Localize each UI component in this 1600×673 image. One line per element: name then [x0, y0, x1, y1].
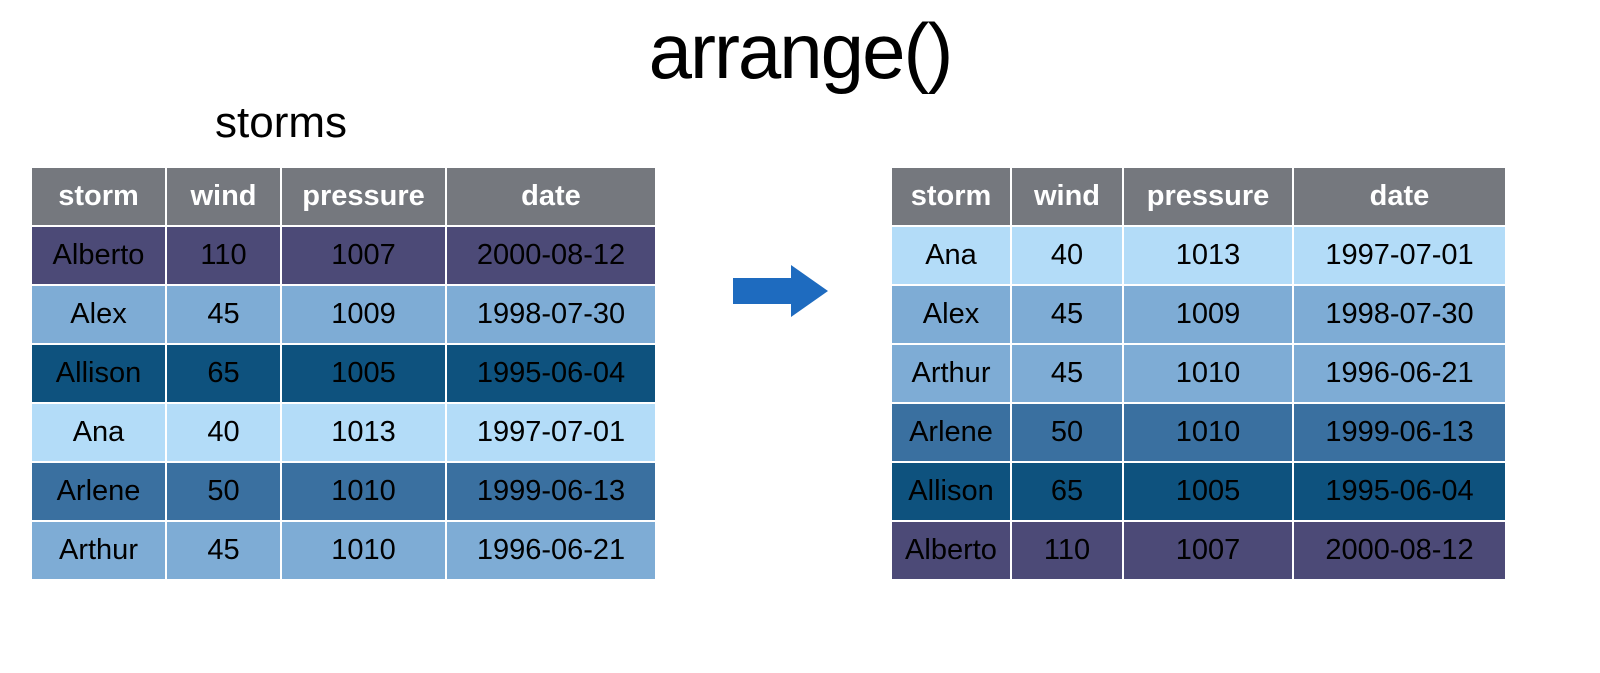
cell-wind: 45 [1010, 343, 1124, 404]
cell-date: 2000-08-12 [445, 225, 657, 286]
cell-wind: 50 [165, 461, 282, 522]
cell-wind: 65 [165, 343, 282, 404]
cell-pressure: 1009 [1122, 284, 1294, 345]
cell-storm: Allison [30, 343, 167, 404]
cell-pressure: 1009 [280, 284, 447, 345]
cell-pressure: 1005 [280, 343, 447, 404]
column-header-date: date [1292, 166, 1507, 227]
cell-date: 1998-07-30 [1292, 284, 1507, 345]
cell-date: 1996-06-21 [445, 520, 657, 581]
cell-pressure: 1010 [1122, 343, 1294, 404]
cell-storm: Alex [890, 284, 1012, 345]
cell-wind: 45 [165, 520, 282, 581]
cell-wind: 40 [1010, 225, 1124, 286]
page-title: arrange() [648, 7, 954, 95]
cell-storm: Alex [30, 284, 167, 345]
cell-storm: Allison [890, 461, 1012, 522]
cell-wind: 110 [1010, 520, 1124, 581]
column-header-pressure: pressure [280, 166, 447, 227]
column-header-pressure: pressure [1122, 166, 1294, 227]
cell-storm: Arthur [30, 520, 167, 581]
cell-pressure: 1013 [280, 402, 447, 463]
cell-pressure: 1010 [1122, 402, 1294, 463]
cell-date: 1999-06-13 [1292, 402, 1507, 463]
column-header-date: date [445, 166, 657, 227]
cell-storm: Arlene [30, 461, 167, 522]
cell-storm: Ana [30, 402, 167, 463]
cell-date: 1996-06-21 [1292, 343, 1507, 404]
cell-storm: Alberto [890, 520, 1012, 581]
cell-wind: 45 [1010, 284, 1124, 345]
cell-date: 1999-06-13 [445, 461, 657, 522]
column-header-storm: storm [890, 166, 1012, 227]
right-arrow-shape [733, 265, 828, 317]
column-header-storm: storm [30, 166, 167, 227]
cell-date: 1998-07-30 [445, 284, 657, 345]
cell-pressure: 1007 [280, 225, 447, 286]
cell-storm: Arlene [890, 402, 1012, 463]
cell-date: 1995-06-04 [1292, 461, 1507, 522]
cell-wind: 40 [165, 402, 282, 463]
cell-wind: 110 [165, 225, 282, 286]
cell-storm: Alberto [30, 225, 167, 286]
right-arrow-icon [733, 265, 828, 317]
cell-storm: Ana [890, 225, 1012, 286]
cell-pressure: 1005 [1122, 461, 1294, 522]
storms-table-label: storms [215, 98, 347, 147]
cell-date: 1997-07-01 [445, 402, 657, 463]
cell-storm: Arthur [890, 343, 1012, 404]
cell-pressure: 1010 [280, 520, 447, 581]
cell-date: 2000-08-12 [1292, 520, 1507, 581]
cell-wind: 65 [1010, 461, 1124, 522]
cell-pressure: 1013 [1122, 225, 1294, 286]
cell-wind: 50 [1010, 402, 1124, 463]
column-header-wind: wind [1010, 166, 1124, 227]
cell-date: 1995-06-04 [445, 343, 657, 404]
cell-pressure: 1010 [280, 461, 447, 522]
cell-pressure: 1007 [1122, 520, 1294, 581]
column-header-wind: wind [165, 166, 282, 227]
transform-arrow [733, 265, 828, 317]
cell-wind: 45 [165, 284, 282, 345]
cell-date: 1997-07-01 [1292, 225, 1507, 286]
